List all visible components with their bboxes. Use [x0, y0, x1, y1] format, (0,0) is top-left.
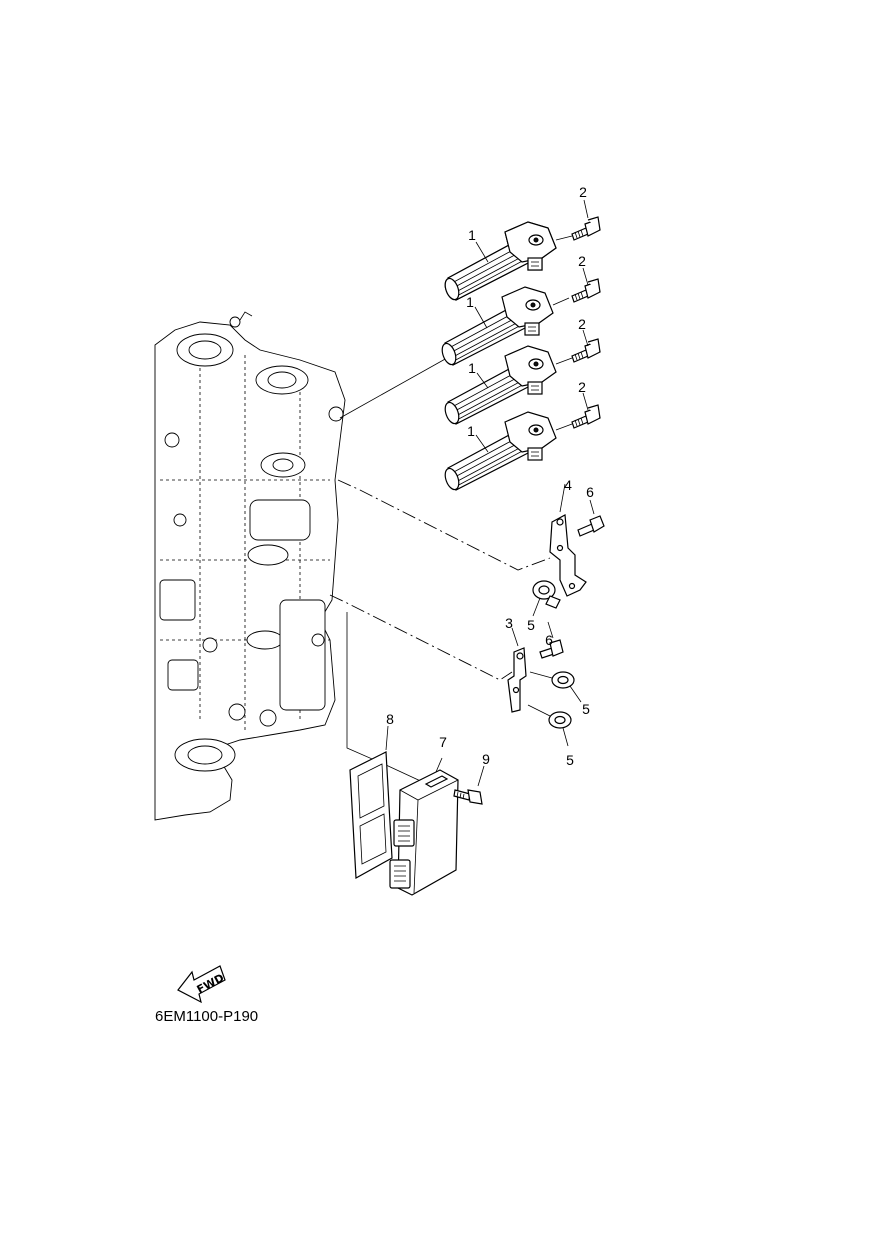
bolt-9 [453, 765, 485, 805]
ignition-coil-4 [441, 411, 557, 492]
callout-2c: 2 [578, 316, 586, 332]
callout-5b: 5 [582, 701, 590, 717]
fwd-arrow-icon: FWD [177, 965, 226, 1004]
bracket-4 [549, 483, 587, 597]
ecm-unit-7 [389, 757, 459, 896]
bolt-6-upper [577, 499, 605, 537]
bracket-3 [507, 627, 527, 713]
bolt-6-lower [539, 621, 564, 659]
clip-5-upper [532, 580, 561, 617]
coil-bolt-3 [571, 338, 601, 363]
coil-bolt-1 [571, 216, 601, 241]
callout-4: 4 [564, 477, 572, 493]
coil-bolt-4 [571, 404, 601, 429]
callout-1c: 1 [468, 360, 476, 376]
callout-6b: 6 [545, 632, 553, 648]
callout-3: 3 [505, 615, 513, 631]
callout-8: 8 [386, 711, 394, 727]
clip-5-lower [527, 704, 572, 747]
callout-6a: 6 [586, 484, 594, 500]
callout-7: 7 [439, 734, 447, 750]
ignition-coil-1 [441, 221, 557, 302]
clip-5-mid [529, 671, 582, 703]
callout-2b: 2 [578, 253, 586, 269]
callout-2a: 2 [579, 184, 587, 200]
leader-lines [329, 357, 551, 791]
callout-1d: 1 [467, 423, 475, 439]
gasket-8 [349, 725, 393, 879]
callout-5a: 5 [527, 617, 535, 633]
callout-2d: 2 [578, 379, 586, 395]
callout-1a: 1 [468, 227, 476, 243]
coil-bolt-2 [571, 278, 601, 303]
diagram-code: 6EM1100-P190 [155, 1008, 258, 1025]
coil-leaders [474, 199, 589, 453]
callout-5c: 5 [566, 752, 574, 768]
callout-1b: 1 [466, 294, 474, 310]
callout-9: 9 [482, 751, 490, 767]
callout-labels: 1 1 1 1 2 2 2 2 4 6 5 3 6 5 5 8 7 9 [386, 184, 594, 768]
engine-block [154, 311, 346, 821]
